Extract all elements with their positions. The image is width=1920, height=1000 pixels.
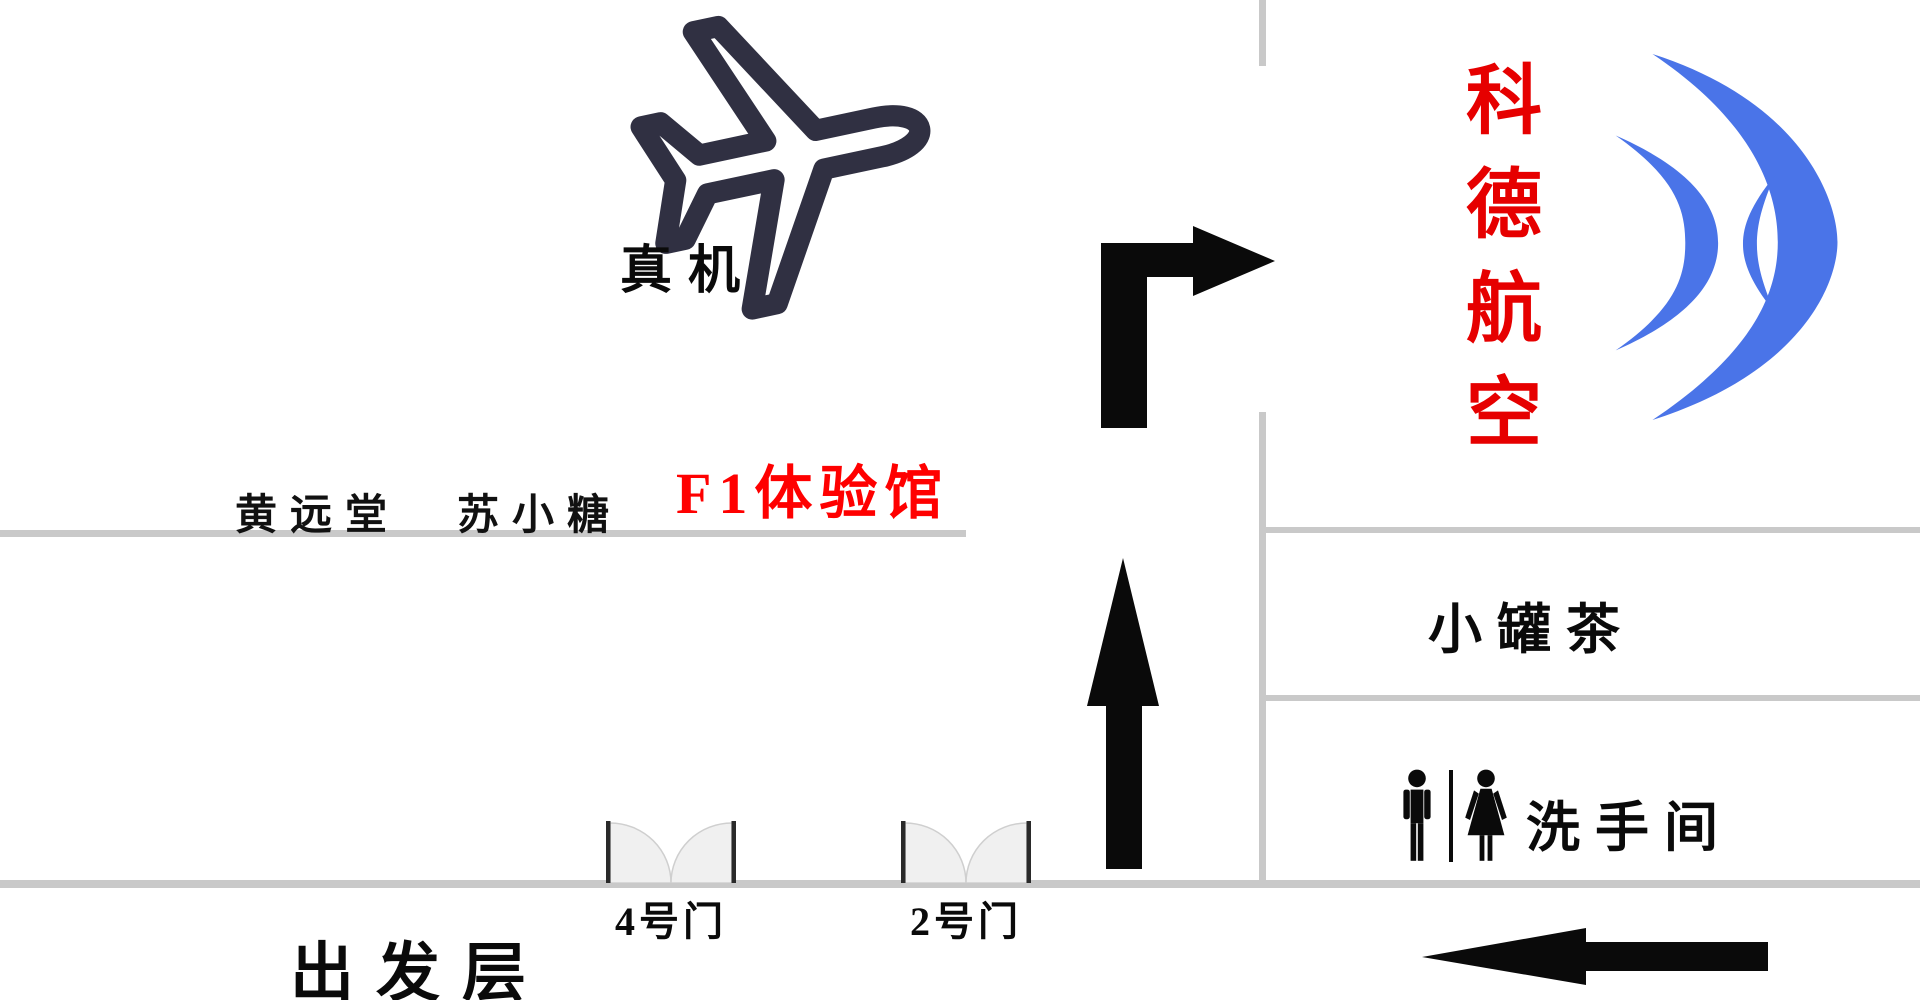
airline-name-char: 德 <box>1466 164 1542 248</box>
airline-name-char: 科 <box>1466 60 1542 144</box>
door-icon-gate4 <box>606 821 736 884</box>
left-arrow-icon <box>1420 926 1770 988</box>
airplane-icon <box>608 0 954 328</box>
restroom-divider-line <box>1449 770 1453 862</box>
airline-name: 科 德 航 空 <box>1462 50 1546 466</box>
floor-label: 出发层 <box>290 938 548 1000</box>
shop-label-huangyuantang: 黄远堂 <box>235 493 401 539</box>
gate4-label: 4号门 <box>615 899 727 944</box>
gate2-label: 2号门 <box>910 899 1022 944</box>
departure-wall-line <box>0 880 1920 888</box>
turn-right-arrow-icon <box>1095 222 1280 432</box>
door-icon-gate2 <box>901 821 1031 884</box>
plane-caption: 真机 <box>620 243 757 300</box>
right-column-divider-top <box>1259 0 1266 66</box>
right-column-divider <box>1259 412 1266 884</box>
man-icon <box>1393 766 1441 866</box>
woman-icon <box>1458 766 1514 866</box>
restroom-label: 洗手间 <box>1526 798 1733 858</box>
up-arrow-icon <box>1085 556 1165 871</box>
restroom-cell-top-line <box>1262 695 1920 701</box>
shops-wall-line <box>0 530 966 537</box>
tea-shop-label: 小罐茶 <box>1428 600 1635 660</box>
f1-experience-hall-label: F1体验馆 <box>676 461 950 526</box>
airline-name-char: 空 <box>1466 372 1542 456</box>
shop-label-suxiaotang: 苏小糖 <box>457 493 623 539</box>
airline-logo-icon <box>1570 48 1910 426</box>
airline-name-char: 航 <box>1466 268 1542 352</box>
tea-cell-top-line <box>1262 527 1920 533</box>
